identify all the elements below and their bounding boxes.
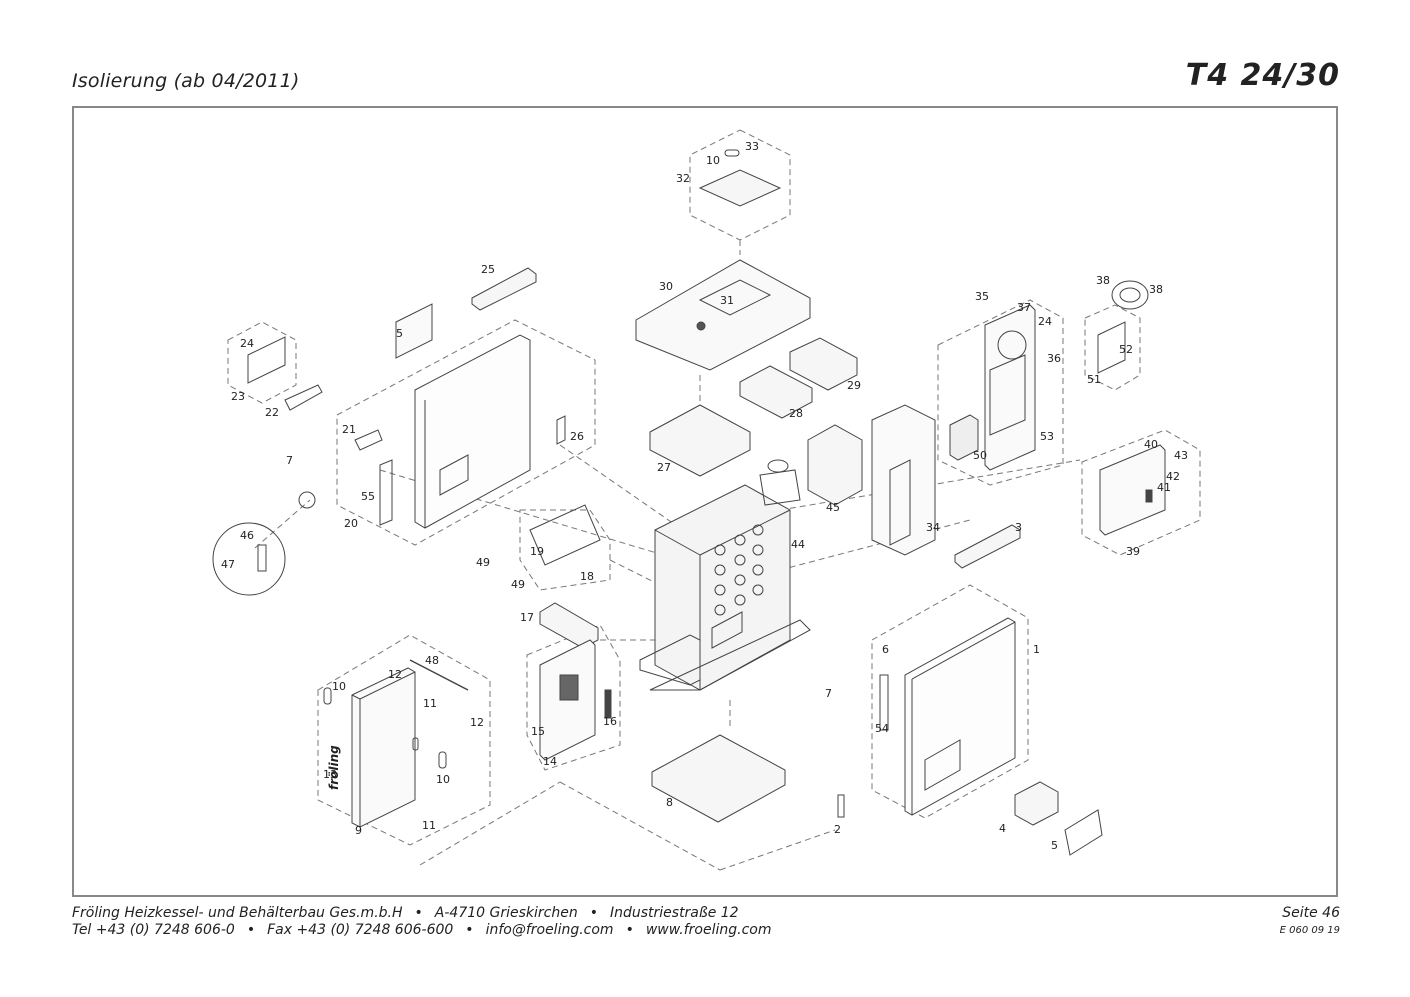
callout-label: 9 [355,824,362,837]
drawing-frame [72,106,1338,897]
brand-mark: fröling [327,745,341,790]
callout-label: 24 [240,337,254,350]
model-title: T4 24/30 [1185,58,1340,93]
callout-label: 41 [1157,481,1171,494]
callout-label: 55 [361,490,375,503]
callout-label: 35 [975,290,989,303]
callout-label: 50 [973,449,987,462]
callout-label: 39 [1126,545,1140,558]
callout-label: 32 [676,172,690,185]
callout-label: 8 [666,796,673,809]
callout-label: 40 [1144,438,1158,451]
page-title: Isolierung (ab 04/2011) [72,70,300,92]
callout-label: 53 [1040,430,1054,443]
callout-label: 44 [791,538,805,551]
callout-label: 12 [388,668,402,681]
fax-number: Fax +43 (0) 7248 606-600 [267,922,454,938]
callout-label: 10 [436,773,450,786]
callout-label: 46 [240,529,254,542]
callout-label: 54 [875,722,889,735]
callout-label: 5 [396,327,403,340]
callout-label: 12 [470,716,484,729]
callout-label: 33 [745,140,759,153]
phone-number: Tel +43 (0) 7248 606-0 [72,922,235,938]
callout-label: 17 [520,611,534,624]
callout-label: 34 [926,521,940,534]
address-street: Industriestraße 12 [609,905,739,921]
address-city: A-4710 Grieskirchen [434,905,578,921]
callout-label: 28 [789,407,803,420]
callout-label: 11 [423,697,437,710]
callout-label: 4 [999,822,1006,835]
callout-label: 45 [826,501,840,514]
callout-label: 42 [1166,470,1180,483]
callout-label: 27 [657,461,671,474]
callout-label: 7 [286,454,293,467]
callout-label: 15 [531,725,545,738]
callout-label: 19 [530,545,544,558]
callout-label: 11 [422,819,436,832]
callout-label: 18 [580,570,594,583]
callout-label: 49 [476,556,490,569]
callout-label: 1 [1033,643,1040,656]
callout-label: 30 [659,280,673,293]
callout-label: 2 [834,823,841,836]
callout-label: 7 [825,687,832,700]
callout-label: 5 [1051,839,1058,852]
callout-label: 49 [511,578,525,591]
footer-contact-line: Tel +43 (0) 7248 606-0•Fax +43 (0) 7248 … [72,922,772,938]
footer-company-line: Fröling Heizkessel- und Behälterbau Ges.… [72,905,739,921]
callout-label: 25 [481,263,495,276]
callout-label: 29 [847,379,861,392]
email-link[interactable]: info@froeling.com [485,922,614,938]
document-number: E 060 09 19 [1279,925,1340,936]
callout-label: 52 [1119,343,1133,356]
callout-label: 37 [1017,301,1031,314]
callout-label: 43 [1174,449,1188,462]
callout-label: 31 [720,294,734,307]
callout-label: 23 [231,390,245,403]
callout-label: 48 [425,654,439,667]
callout-label: 26 [570,430,584,443]
callout-label: 36 [1047,352,1061,365]
callout-label: 51 [1087,373,1101,386]
callout-label: 24 [1038,315,1052,328]
callout-label: 6 [882,643,889,656]
callout-label: 16 [603,715,617,728]
callout-label: 3 [1015,521,1022,534]
callout-label: 47 [221,558,235,571]
company-name: Fröling Heizkessel- und Behälterbau Ges.… [72,905,403,921]
callout-label: 10 [332,680,346,693]
callout-label: 10 [706,154,720,167]
callout-label: 38 [1096,274,1110,287]
callout-label: 21 [342,423,356,436]
callout-label: 14 [543,755,557,768]
callout-label: 13 [323,768,337,781]
page-number: Seite 46 [1282,905,1340,921]
callout-label: 20 [344,517,358,530]
website-link[interactable]: www.froeling.com [645,922,772,938]
callout-label: 38 [1149,283,1163,296]
callout-label: 22 [265,406,279,419]
